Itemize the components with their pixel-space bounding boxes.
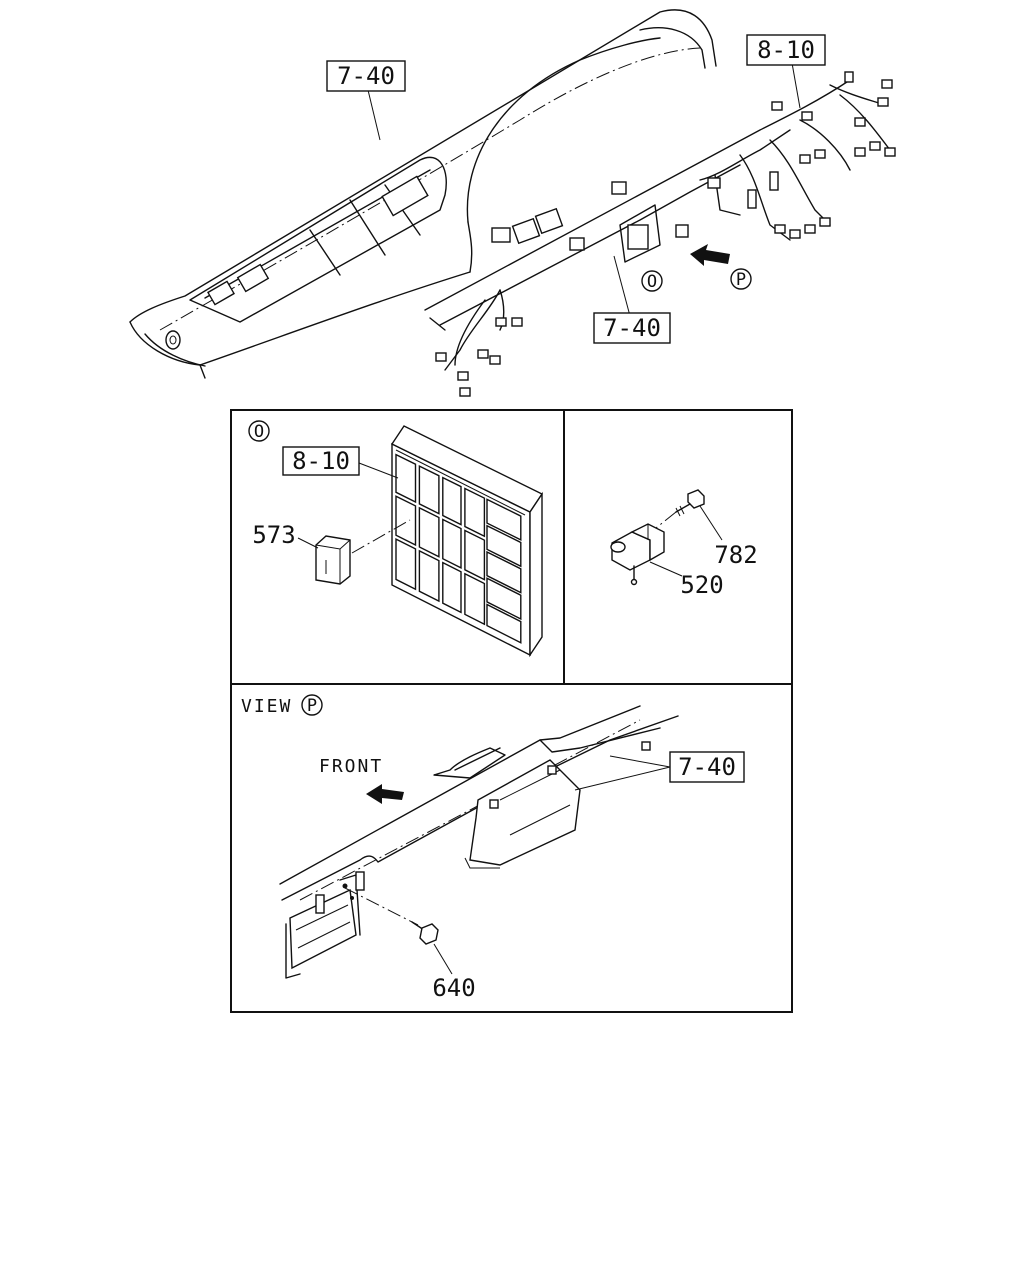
fuse-slot bbox=[464, 529, 486, 581]
fuse-slot bbox=[442, 476, 462, 526]
fuse-slot bbox=[464, 487, 486, 538]
view-p-marker: P bbox=[307, 696, 317, 716]
relay-573 bbox=[315, 535, 351, 585]
fuse-slot bbox=[418, 465, 440, 515]
ref-8-10-harness: 8-10 bbox=[746, 34, 826, 66]
ref-7-40-lower: 7-40 bbox=[593, 312, 671, 344]
fuse-slot bbox=[395, 495, 417, 547]
ref-7-40-view-p: 7-40 bbox=[669, 751, 745, 783]
sensor-520 bbox=[610, 523, 665, 586]
fuse-slot bbox=[395, 537, 417, 591]
ref-8-10-fusebox-label: 8-10 bbox=[292, 447, 350, 475]
view-p-title: VIEW bbox=[241, 696, 292, 717]
part-number-520: 520 bbox=[680, 571, 723, 599]
view-p-panel: VIEW P FRONT bbox=[241, 694, 745, 1002]
fuse-slot bbox=[486, 524, 522, 568]
part-number-640: 640 bbox=[432, 974, 475, 1002]
view-marker-o-label: O bbox=[647, 272, 657, 292]
ref-7-40-main: 7-40 bbox=[326, 60, 406, 92]
ref-8-10-harness-label: 8-10 bbox=[757, 36, 815, 64]
fuse-slot bbox=[486, 577, 522, 621]
fuse-slot bbox=[486, 550, 522, 594]
ref-7-40-view-p-label: 7-40 bbox=[678, 753, 736, 781]
fuse-slot bbox=[486, 498, 522, 541]
view-marker-p: P bbox=[730, 268, 752, 290]
fuse-slot bbox=[486, 603, 522, 644]
view-p-marker-circle bbox=[301, 694, 323, 716]
detail-o-marker: O bbox=[254, 422, 264, 442]
view-p-structure bbox=[279, 705, 679, 979]
bolt-640 bbox=[411, 921, 439, 945]
detail-frame bbox=[230, 409, 793, 1013]
part-number-782: 782 bbox=[714, 541, 757, 569]
view-marker-p-label: P bbox=[736, 270, 746, 290]
fuse-slot bbox=[395, 453, 417, 504]
detail-o-panel: O 8-10 573 bbox=[248, 420, 544, 658]
fuse-slot bbox=[464, 572, 486, 626]
dashboard-assembly bbox=[129, 9, 896, 397]
detail-o-marker-circle bbox=[248, 420, 270, 442]
ref-7-40-main-label: 7-40 bbox=[337, 62, 395, 90]
fuse-slot bbox=[418, 506, 440, 558]
view-marker-o: O bbox=[641, 270, 663, 292]
ref-7-40-lower-label: 7-40 bbox=[603, 314, 661, 342]
fuse-slot bbox=[442, 518, 462, 569]
detail-sensor-panel: 782 520 bbox=[610, 489, 758, 599]
part-number-573: 573 bbox=[252, 521, 295, 549]
ref-8-10-fusebox: 8-10 bbox=[282, 446, 360, 476]
front-arrow-icon bbox=[366, 784, 404, 804]
fuse-box bbox=[390, 425, 544, 658]
fuse-slot bbox=[442, 561, 462, 614]
fuse-slot bbox=[418, 549, 440, 603]
front-label: FRONT bbox=[319, 756, 383, 777]
bolt-782 bbox=[675, 489, 705, 517]
